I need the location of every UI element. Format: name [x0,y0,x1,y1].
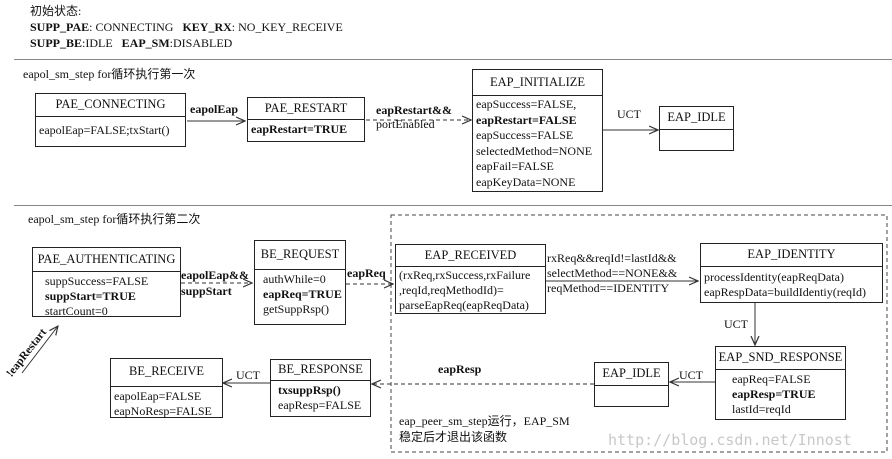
note-line-1: eap_peer_sm_step运行，EAP_SM [399,414,570,428]
transition-label: UCT [617,107,641,121]
state-action: eapNoResp=FALSE [114,404,212,418]
state-name: PAE_AUTHENTICATING [33,248,180,272]
transition-label: eapReq [347,266,386,280]
supp-be-value: :IDLE [82,36,113,50]
state-eap-idle-1: EAP_IDLE [659,106,734,151]
state-pae-restart: PAE_RESTART eapRestart=TRUE [247,97,365,142]
state-pae-connecting: PAE_CONNECTING eapolEap=FALSE;txStart() [35,93,186,147]
state-eap-identity: EAP_IDENTITY processIdentity(eapReqData)… [700,243,883,303]
supp-pae-label: SUPP_PAE [30,20,90,34]
state-action: txsuppRsp() [278,383,341,397]
state-action: eapRestart=FALSE [476,112,577,127]
transition-label: eapolEap [190,102,239,116]
state-action: startCount=0 [45,304,108,318]
divider [14,205,892,206]
state-action: eapRespData=buildIdentiy(reqId) [704,285,867,299]
initial-state-title: 初始状态: [30,4,82,18]
state-action: authWhile=0 [263,272,326,286]
state-action: eapReq=FALSE [732,372,811,386]
state-action: lastId=reqId [732,402,791,416]
initial-state-line-1: SUPP_PAE: CONNECTING KEY_RX: NO_KEY_RECE… [30,20,343,34]
dashed-region [390,214,888,453]
state-action: selectedMethod=NONE [476,143,593,158]
state-name: BE_REQUEST [255,241,345,270]
state-eap-snd-response: EAP_SND_RESPONSE eapReq=FALSE eapResp=TR… [715,346,846,420]
state-name: EAP_IDENTITY [701,244,882,267]
transition-label: eapolEap&& [181,268,250,282]
state-pae-authenticating: PAE_AUTHENTICATING suppSuccess=FALSE sup… [32,247,181,318]
key-rx-label: KEY_RX [182,20,232,34]
state-name: EAP_IDLE [595,363,668,386]
state-eap-received: EAP_RECEIVED (rxReq,rxSuccess,rxFailure … [395,244,546,314]
state-action: suppSuccess=FALSE [45,274,149,288]
transition-label: eapResp [438,362,482,376]
state-action: eapRestart=TRUE [251,122,348,136]
transition-label: portEnabled [376,117,435,131]
eap-sm-value: :DISABLED [169,36,233,50]
state-action: eapSuccess=FALSE [476,128,574,142]
state-action: eapResp=TRUE [732,387,816,401]
supp-pae-value: : CONNECTING [89,20,174,34]
state-action: suppStart=TRUE [45,289,136,303]
initial-state-line-2: SUPP_BE:IDLE EAP_SM:DISABLED [30,36,232,50]
watermark: http://blog.csdn.net/Innost [608,431,852,449]
state-action: parseEapReq(eapReqData) [399,298,529,312]
section2-title: eapol_sm_step for循环执行第二次 [28,212,201,226]
state-action: eapSuccess=FALSE, [476,97,577,111]
state-eap-idle-2: EAP_IDLE [594,362,669,407]
transition-label: UCT [724,317,748,331]
transition-label: eapRestart&& [376,103,452,117]
transition-condition: rxReq&&reqId!=lastId&& selectMethod==NON… [547,251,677,296]
transition-label: UCT [679,368,703,382]
state-action: processIdentity(eapReqData) [704,270,844,284]
condition-line: selectMethod==NONE&& [547,266,678,280]
state-be-request: BE_REQUEST authWhile=0 eapReq=TRUE getSu… [254,240,346,325]
note-line-2: 稳定后才退出该函数 [399,430,508,444]
state-name: EAP_INITIALIZE [473,70,602,96]
state-name: PAE_CONNECTING [36,94,185,117]
state-name: PAE_RESTART [248,98,364,120]
state-action: eapolEap=FALSE [114,389,202,403]
arrow-eaprestart-neg [21,326,58,374]
condition-line: rxReq&&reqId!=lastId&& [547,251,677,265]
state-name: EAP_RECEIVED [396,245,545,267]
state-eap-initialize: EAP_INITIALIZE eapSuccess=FALSE, eapRest… [472,69,603,192]
state-action: (rxReq,rxSuccess,rxFailure [399,268,531,282]
state-name: BE_RESPONSE [271,360,370,381]
state-action: eapKeyData=NONE [476,174,576,189]
supp-be-label: SUPP_BE [30,36,83,50]
section1-title: eapol_sm_step for循环执行第一次 [23,67,196,81]
state-name: EAP_IDLE [660,107,733,130]
key-rx-value: : NO_KEY_RECEIVE [231,20,343,34]
state-action: getSuppRsp() [263,302,329,316]
condition-line: reqMethod==IDENTITY [547,281,670,295]
transition-label: suppStart [181,284,232,298]
state-action: eapFail=FALSE [476,159,554,173]
state-be-receive: BE_RECEIVE eapolEap=FALSE eapNoResp=FALS… [110,358,223,418]
state-action: ,reqId,reqMethodId)= [399,283,504,297]
state-be-response: BE_RESPONSE txsuppRsp() eapResp=FALSE [270,359,371,417]
state-name: EAP_SND_RESPONSE [716,347,845,370]
state-action: eapResp=FALSE [278,398,362,412]
eap-sm-label: EAP_SM [121,36,170,50]
state-action: eapReq=TRUE [263,287,342,301]
state-action: eapolEap=FALSE;txStart() [39,123,170,137]
divider [14,59,892,60]
state-name: BE_RECEIVE [111,359,222,387]
transition-label: UCT [236,368,260,382]
